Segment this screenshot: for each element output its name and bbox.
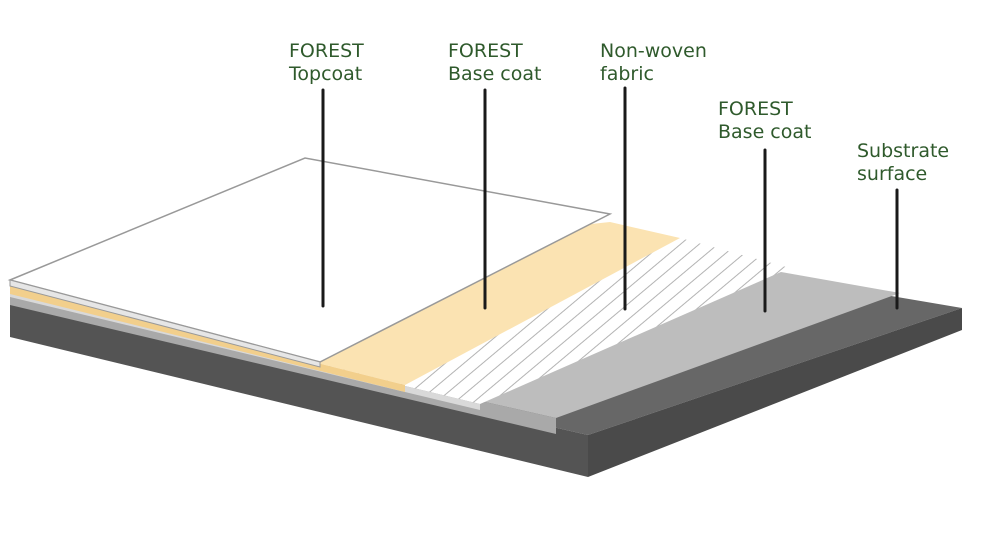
label-topcoat: FOREST Topcoat bbox=[289, 40, 364, 86]
topcoat-front-face bbox=[9, 279, 321, 368]
label-base-coat-top: FOREST Base coat bbox=[448, 40, 541, 86]
label-fabric: Non-woven fabric bbox=[600, 40, 707, 86]
label-topcoat-line1: FOREST bbox=[289, 40, 364, 62]
label-base-coat-bottom-line2: Base coat bbox=[718, 121, 812, 143]
label-fabric-line1: Non-woven bbox=[600, 40, 707, 62]
topcoat-layer bbox=[7, 157, 613, 368]
substrate-side-face bbox=[588, 308, 962, 477]
label-substrate: Substrate surface bbox=[857, 140, 949, 186]
label-fabric-line2: fabric bbox=[600, 63, 654, 85]
substrate-front-face bbox=[10, 303, 588, 477]
leader-lines bbox=[321, 86, 899, 313]
label-base-coat-bottom-line1: FOREST bbox=[718, 98, 793, 120]
label-substrate-line2: surface bbox=[857, 163, 928, 185]
label-topcoat-line2: Topcoat bbox=[289, 63, 363, 85]
label-base-coat-top-line2: Base coat bbox=[448, 63, 542, 85]
label-base-coat-top-line1: FOREST bbox=[448, 40, 523, 62]
base-coat-top-front-face bbox=[10, 286, 405, 392]
label-base-coat-bottom: FOREST Base coat bbox=[718, 98, 811, 144]
label-substrate-line1: Substrate bbox=[857, 140, 950, 162]
